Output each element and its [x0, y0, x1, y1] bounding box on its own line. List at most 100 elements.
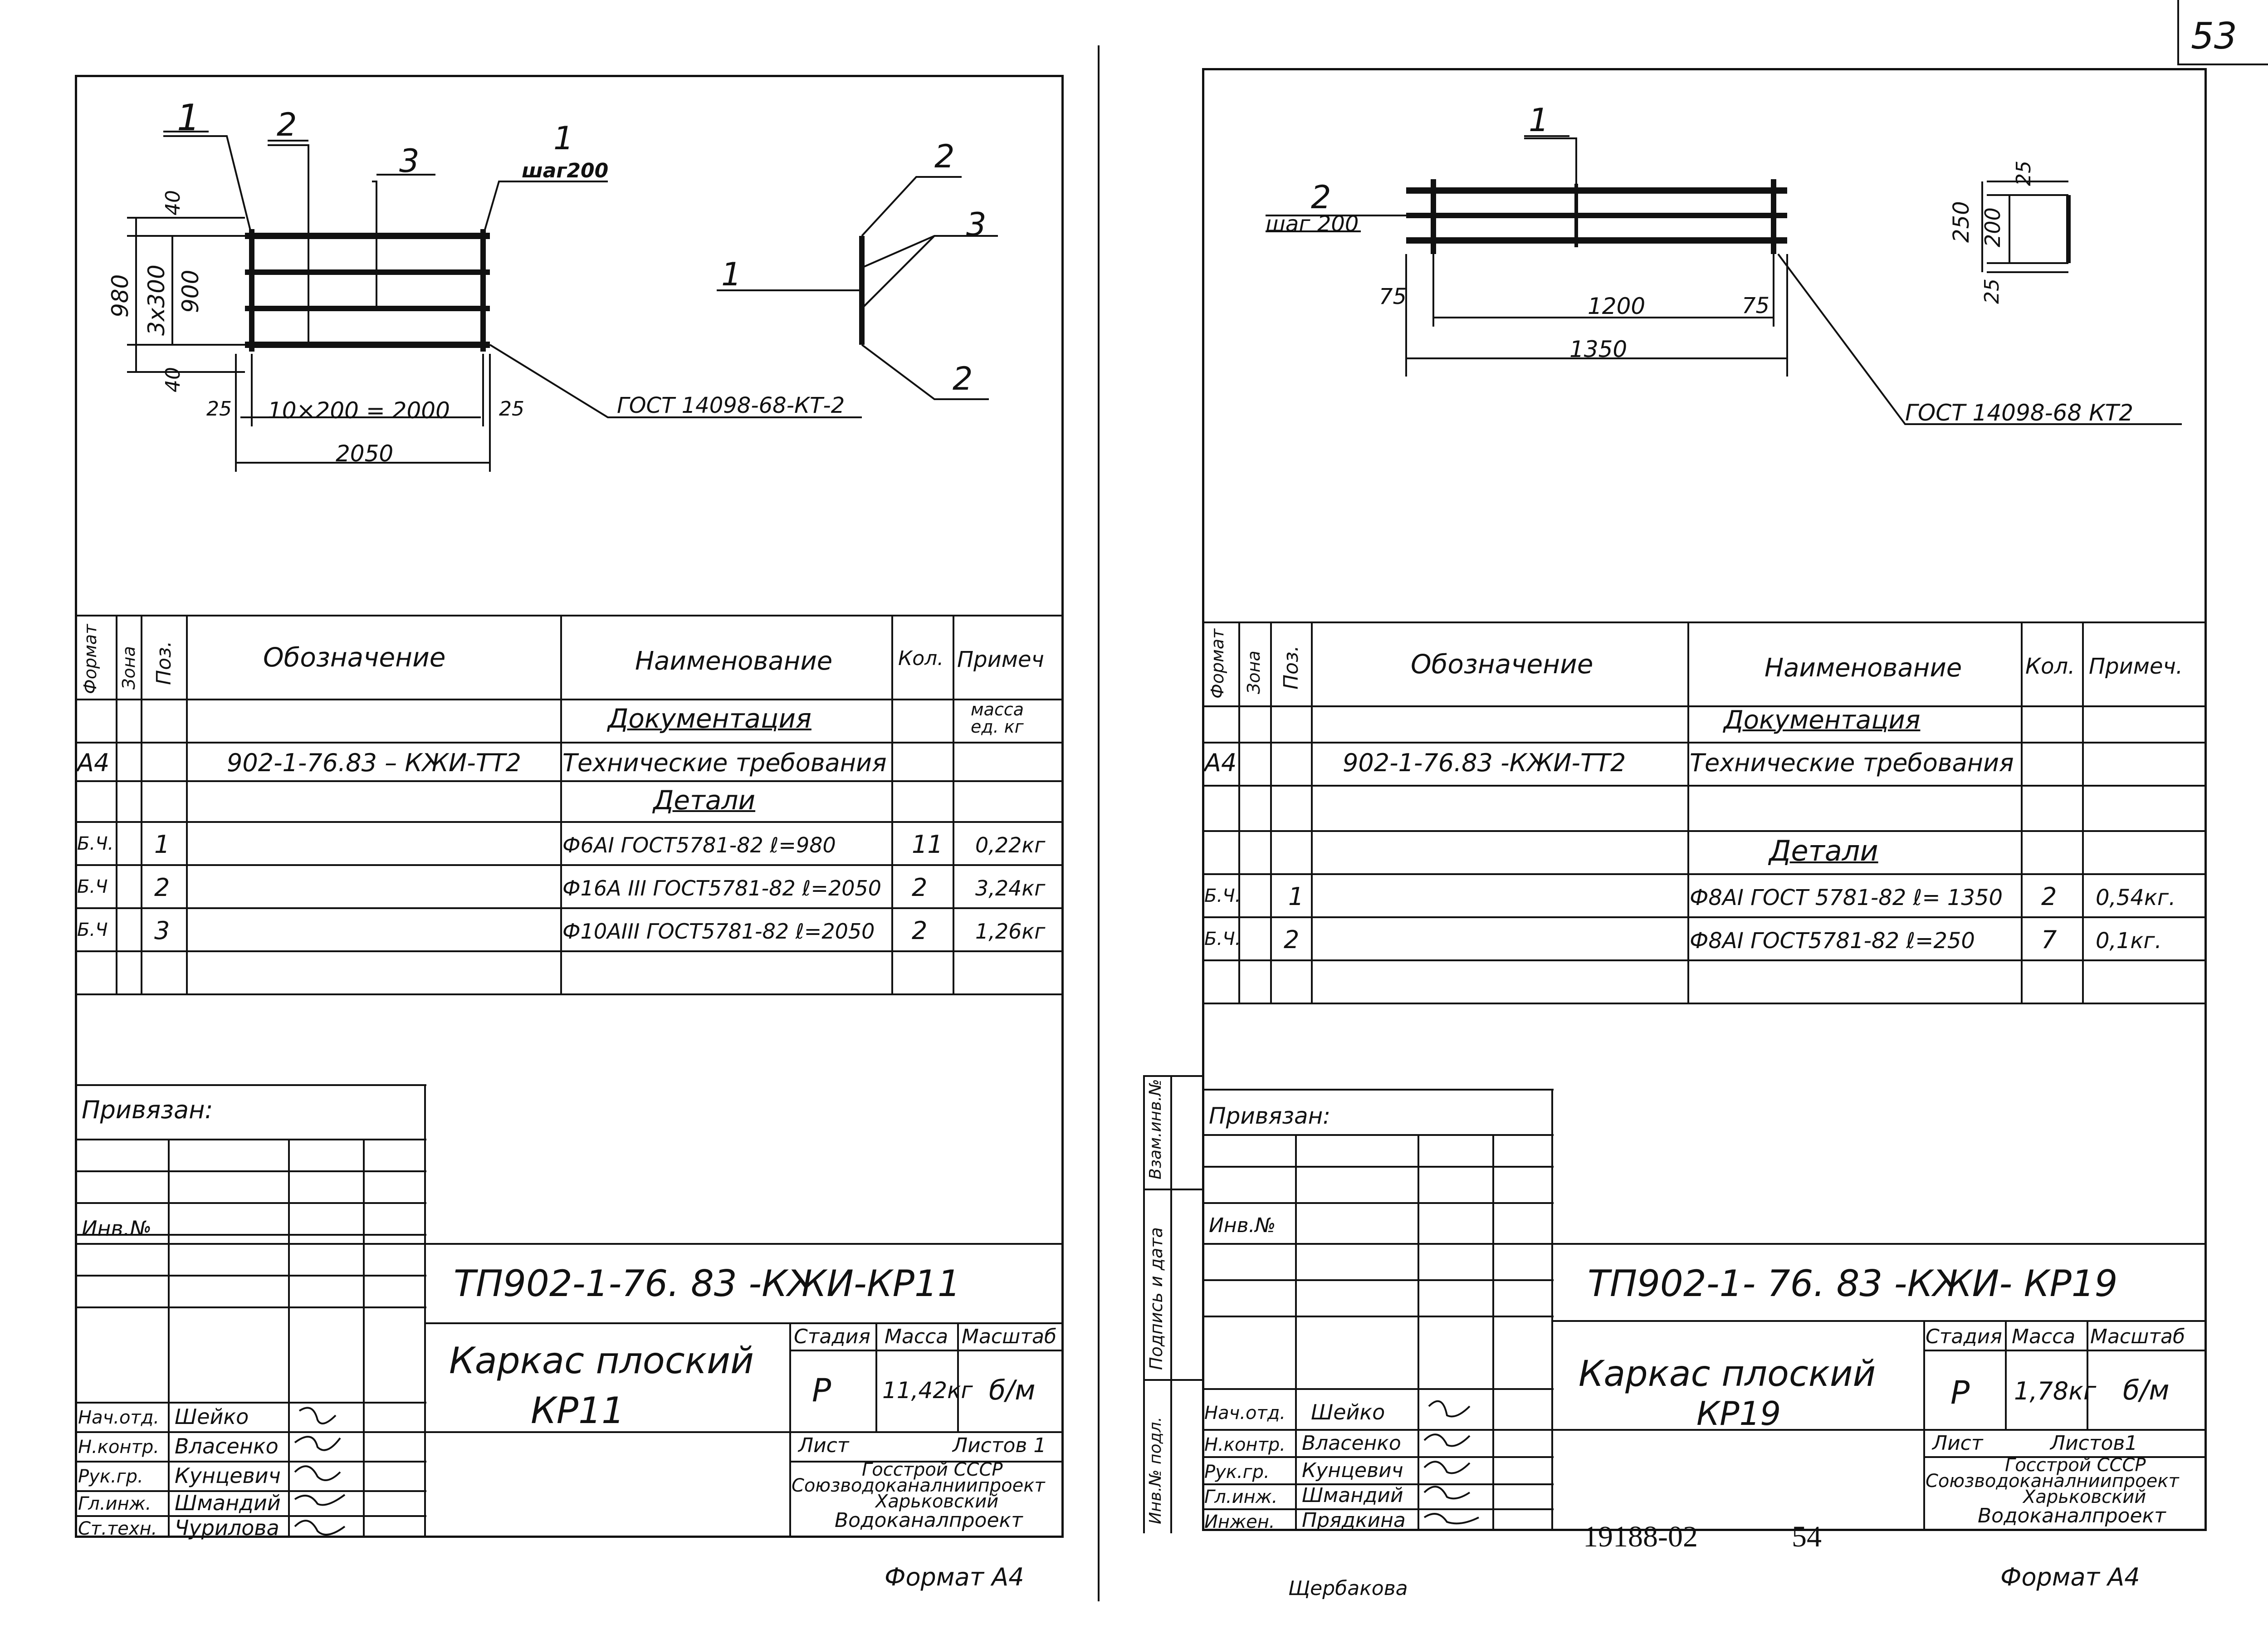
right-row5-format: Б.Ч.	[1204, 929, 1241, 949]
left-org-4: Водоканалпроект	[835, 1509, 1023, 1532]
left-row1-designation: 902-1-76.83 – КЖИ-ТТ2	[227, 749, 522, 777]
left-dim-2050-label: 2050	[336, 440, 394, 467]
left-row5-pos: 3	[154, 916, 170, 945]
right-sheet-no: 54	[1792, 1520, 1822, 1553]
left-sig-4	[294, 1520, 346, 1536]
right-scale-label: Масштаб	[2090, 1325, 2185, 1348]
right-org-3: Харьковский	[2023, 1487, 2146, 1507]
right-scale: б/м	[2123, 1375, 2170, 1406]
left-row4-pos: 2	[154, 873, 170, 902]
right-role-4: Инжен.	[1204, 1512, 1275, 1532]
left-role-1: Н.контр.	[78, 1437, 159, 1458]
page-number-rule	[2177, 0, 2179, 64]
right-stage: Р	[1950, 1374, 1970, 1411]
right-sheet	[1202, 68, 2207, 1531]
left-stage-label: Стадия	[794, 1325, 870, 1348]
left-org-1: Госстрой СССР	[862, 1459, 1003, 1480]
right-gost-label: ГОСТ 14098-68 КТ2	[1905, 400, 2134, 426]
left-sig-1	[294, 1436, 341, 1451]
left-name-0: Шейко	[175, 1404, 249, 1429]
left-name-4: Чурилова	[175, 1516, 279, 1540]
left-row1-name: Технические требования	[562, 749, 887, 777]
left-row3-format: Б.Ч.	[77, 833, 114, 854]
left-name-2: Кунцевич	[175, 1463, 281, 1488]
left-leader-2	[268, 144, 309, 345]
left-mass: 11,42кг	[882, 1377, 973, 1404]
right-name-4: Прядкина	[1302, 1509, 1406, 1532]
right-hdr-note: Примеч.	[2089, 654, 2183, 679]
right-role-2: Рук.гр.	[1204, 1462, 1270, 1482]
right-org-4: Водоканалпроект	[1978, 1504, 2166, 1527]
fold-line	[1098, 45, 1100, 1601]
left-sheet-label: Лист	[798, 1434, 849, 1457]
left-section-callout-1: 1	[721, 256, 742, 293]
right-dim-75b: 75	[1742, 293, 1770, 318]
right-sig-4	[1423, 1513, 1479, 1525]
right-step-label: шаг 200	[1266, 211, 1359, 237]
left-step-label: шаг200	[522, 159, 609, 182]
right-row5-note: 0,1кг.	[2096, 928, 2162, 954]
left-callout-1b: 1	[553, 120, 574, 157]
right-row4-qty: 2	[2041, 882, 2057, 911]
right-row5-qty: 7	[2041, 925, 2057, 954]
right-sig-2	[1423, 1461, 1471, 1474]
left-section-leader-2a	[861, 176, 962, 237]
right-role-0: Нач.отд.	[1204, 1403, 1286, 1424]
left-row4-note: 3,24кг	[975, 876, 1046, 900]
right-row4-name: Ф8АI ГОСТ 5781-82 ℓ= 1350	[1690, 885, 2003, 910]
right-row4-pos: 1	[1288, 882, 1304, 911]
right-callout-1: 1	[1529, 102, 1549, 139]
left-row5-qty: 2	[912, 916, 928, 945]
left-hdr-qty: Кол.	[898, 647, 944, 670]
left-sheet	[75, 75, 1064, 1538]
left-role-2: Рук.гр.	[78, 1466, 143, 1487]
left-section-callout-2a: 2	[934, 138, 955, 175]
left-org-2: Союзводоканалниипроект	[792, 1475, 1045, 1496]
left-row3-qty: 11	[912, 830, 943, 859]
right-leader-gost	[1777, 253, 2182, 425]
left-gost-label: ГОСТ 14098-68-КТ-2	[617, 393, 845, 418]
left-leader-1b	[482, 181, 522, 236]
right-role-3: Гл.инж.	[1204, 1487, 1278, 1507]
left-sig-2	[294, 1465, 341, 1481]
right-row3-name: Детали	[1769, 834, 1878, 867]
left-dim-25a: 25	[206, 397, 232, 421]
left-sig-3	[294, 1494, 346, 1506]
right-role-1: Н.контр.	[1204, 1434, 1286, 1455]
right-inv: Инв.№	[1209, 1214, 1276, 1237]
left-row5-note: 1,26кг	[975, 919, 1046, 944]
right-hdr-qty: Кол.	[2025, 654, 2075, 679]
right-name-2: Кунцевич	[1302, 1459, 1403, 1482]
right-org-2: Союзводоканалниипроект	[1926, 1471, 2179, 1492]
left-row1-format: А4	[77, 749, 110, 777]
left-leader-3	[372, 181, 377, 308]
right-bottom-signature: Щербакова	[1288, 1577, 1408, 1600]
right-title-2: КР19	[1696, 1394, 1781, 1433]
left-callout-3: 3	[399, 142, 420, 180]
right-archive-no: 19188-02	[1583, 1520, 1698, 1553]
left-row3-pos: 1	[154, 830, 170, 859]
left-name-1: Власенко	[175, 1434, 279, 1458]
right-privyazan: Привязан:	[1209, 1103, 1331, 1129]
left-org-3: Харьковский	[875, 1491, 999, 1512]
right-row4-format: Б.Ч.	[1204, 885, 1241, 906]
left-row3-name: Ф6АI ГОСТ5781-82 ℓ=980	[562, 833, 836, 857]
right-sig-0	[1428, 1400, 1471, 1418]
right-row4-note: 0,54кг.	[2096, 885, 2176, 910]
left-leader-1	[163, 135, 253, 236]
right-row1-name: Технические требования	[1690, 749, 2014, 777]
left-row3-note: 0,22кг	[975, 833, 1046, 857]
left-row4-name: Ф16А III ГОСТ5781-82 ℓ=2050	[562, 876, 882, 900]
left-section-leader-3b	[861, 235, 935, 309]
left-section-leader-2b	[861, 344, 989, 400]
right-org-1: Госстрой СССР	[2005, 1455, 2146, 1476]
right-mass: 1,78кг	[2014, 1377, 2097, 1405]
left-scale-label: Масштаб	[962, 1325, 1057, 1348]
right-sig-1	[1423, 1433, 1471, 1447]
left-row4-qty: 2	[912, 873, 928, 902]
right-row1-designation: 902-1-76.83 -КЖИ-ТТ2	[1343, 749, 1626, 777]
left-sig-0	[298, 1407, 337, 1424]
right-hdr-name: Наименование	[1765, 653, 1962, 683]
